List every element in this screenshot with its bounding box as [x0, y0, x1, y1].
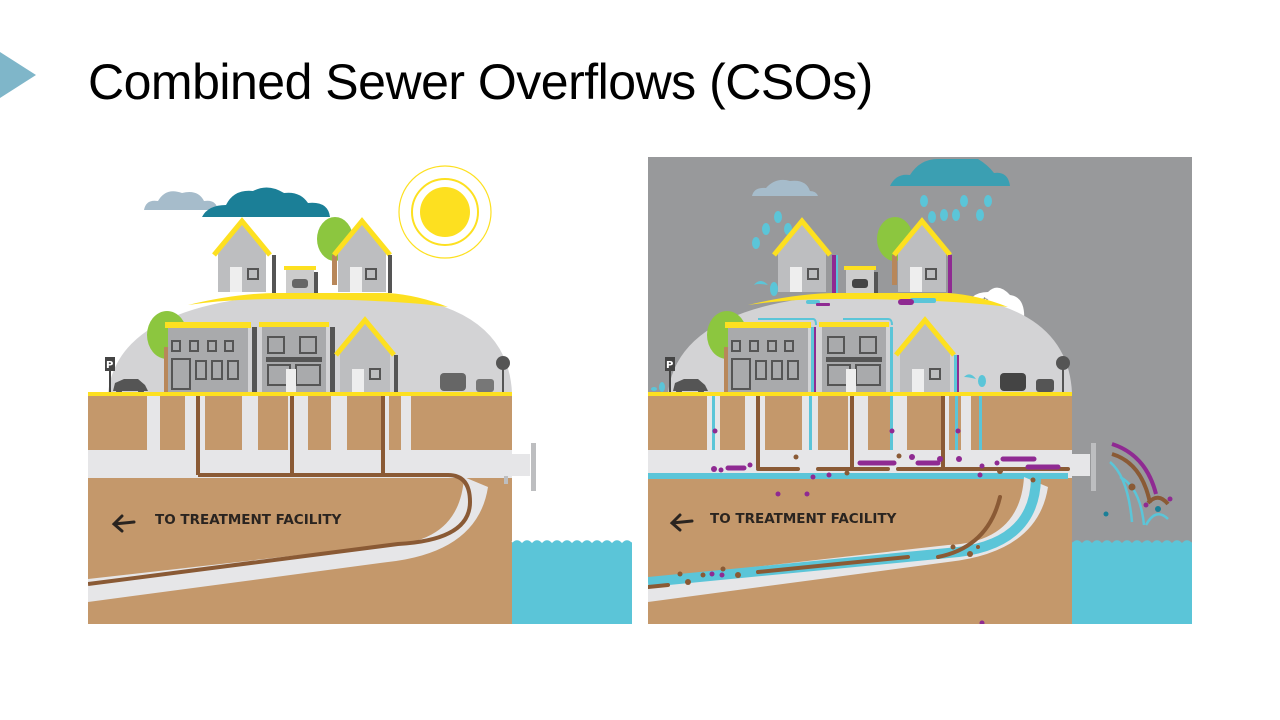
- stop-sign-icon: [496, 356, 510, 393]
- house-icon: [892, 217, 952, 293]
- water-splash-icon: [754, 281, 936, 304]
- slide-title: Combined Sewer Overflows (CSOs): [88, 54, 873, 110]
- pollutant-dots: [709, 428, 1000, 626]
- arrow-left-icon: [111, 514, 136, 533]
- svg-text:P: P: [666, 360, 673, 371]
- dry-weather-illustration: P TO TREATMENT FACILITY: [87, 157, 633, 624]
- cloud-dark-icon: [202, 187, 330, 217]
- house-icon: [772, 217, 838, 293]
- car-icon: [1000, 373, 1026, 391]
- cloud-light-icon: [144, 191, 218, 210]
- stop-sign-icon: [1056, 356, 1070, 393]
- apartment-building-icon: [165, 322, 257, 393]
- wet-weather-illustration: ❄ ❄: [646, 157, 1193, 626]
- pollutant-spill-icon: [816, 299, 914, 306]
- water-splash-icon: [651, 374, 986, 392]
- parking-sign-icon: P: [665, 357, 675, 393]
- arrow-left-icon: [669, 513, 694, 532]
- rain-drops-icon: [752, 195, 992, 249]
- shop-building-icon: [259, 322, 335, 393]
- house-icon: [212, 217, 276, 293]
- garage-icon: [844, 266, 878, 293]
- overflow-discharge-icon: [1103, 442, 1173, 526]
- cloud-light-icon: [752, 179, 818, 196]
- treatment-facility-label: TO TREATMENT FACILITY: [155, 512, 342, 528]
- car-icon: [440, 373, 466, 391]
- treatment-facility-label: TO TREATMENT FACILITY: [710, 511, 897, 527]
- car-icon: [1036, 379, 1054, 392]
- shop-building-icon: [819, 322, 893, 393]
- house-icon: [334, 316, 398, 393]
- rain-cloud-icon: [890, 159, 1010, 186]
- parking-sign-icon: P: [105, 357, 115, 393]
- house-icon: [894, 316, 959, 393]
- house-icon: [332, 217, 392, 293]
- sun-icon: [398, 165, 492, 259]
- triangle-bullet-icon: [0, 52, 36, 98]
- svg-text:P: P: [106, 360, 113, 371]
- sewage-dots: [677, 453, 1036, 585]
- car-icon: [476, 379, 494, 392]
- garage-icon: [284, 266, 318, 293]
- apartment-building-icon: [725, 322, 816, 393]
